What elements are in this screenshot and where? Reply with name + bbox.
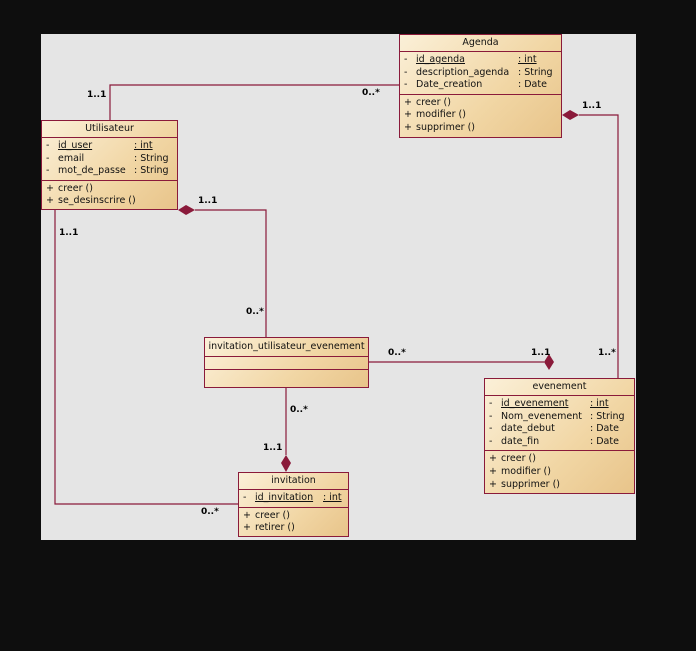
operation-row: +modifier () (404, 109, 466, 121)
attribute-row: -id_evenement: int (489, 398, 609, 409)
operation-row: +retirer () (243, 522, 295, 534)
attributes-section (205, 357, 368, 370)
attribute-row: -Date_creation: Date (404, 79, 547, 91)
attributes-section: -id_agenda: int -description_agenda: Str… (400, 52, 561, 95)
multiplicity-agenda-evenement-agenda: 1..1 (582, 101, 602, 111)
operation-row: +creer () (46, 182, 93, 194)
multiplicity-iue-invitation-invitation: 1..1 (263, 443, 283, 453)
class-invitation[interactable]: invitation -id_invitation: int +creer ()… (238, 472, 349, 537)
class-title: evenement (485, 379, 634, 396)
attribute-row: -mot_de_passe: String (46, 165, 169, 177)
link-utilisateur-iue[interactable] (195, 209, 267, 337)
operations-section: +creer () +retirer () (239, 508, 348, 537)
class-invitation-utilisateur-evenement[interactable]: invitation_utilisateur_evenement (204, 337, 369, 388)
class-title: Agenda (400, 35, 561, 52)
class-title: invitation (239, 473, 348, 490)
attributes-section: -id_invitation: int (239, 490, 348, 508)
operation-row: +supprimer () (404, 121, 476, 133)
multiplicity-user-invitation-user: 1..1 (59, 228, 79, 238)
attribute-row: -date_debut: Date (489, 423, 619, 435)
attribute-row: -description_agenda: String (404, 66, 553, 78)
link-utilisateur-agenda[interactable] (109, 84, 399, 121)
class-title: Utilisateur (42, 121, 177, 138)
attribute-row: -id_user: int (46, 140, 153, 151)
attributes-section: -id_user: int -email: String -mot_de_pas… (42, 138, 177, 181)
multiplicity-user-agenda-agenda: 0..* (362, 88, 380, 98)
multiplicity-iue-invitation-iue: 0..* (290, 405, 308, 415)
composition-diamond-invitation (281, 455, 291, 472)
multiplicity-user-agenda-user: 1..1 (87, 90, 107, 100)
composition-diamond-agenda (562, 110, 579, 120)
class-utilisateur[interactable]: Utilisateur -id_user: int -email: String… (41, 120, 178, 210)
multiplicity-user-iue-user: 1..1 (198, 196, 218, 206)
attribute-row: -email: String (46, 152, 169, 164)
attribute-row: -Nom_evenement: String (489, 410, 625, 422)
operations-section: +creer () +modifier () +supprimer () (485, 451, 634, 493)
multiplicity-agenda-evenement-evenement: 1..* (598, 348, 616, 358)
class-agenda[interactable]: Agenda -id_agenda: int -description_agen… (399, 34, 562, 138)
multiplicity-user-iue-iue: 0..* (246, 307, 264, 317)
operation-row: +se_desinscrire () (46, 195, 136, 207)
operation-row: +modifier () (489, 465, 551, 477)
operations-section: +creer () +se_desinscrire () (42, 181, 177, 210)
attribute-row: -date_fin: Date (489, 435, 619, 447)
link-agenda-evenement[interactable] (579, 114, 619, 379)
operation-row: +creer () (404, 96, 451, 108)
multiplicity-user-invitation-invitation: 0..* (201, 507, 219, 517)
multiplicity-iue-evenement-iue: 0..* (388, 348, 406, 358)
attributes-section: -id_evenement: int -Nom_evenement: Strin… (485, 396, 634, 452)
class-title: invitation_utilisateur_evenement (205, 338, 368, 357)
multiplicity-iue-evenement-evenement: 1..1 (531, 348, 551, 358)
class-evenement[interactable]: evenement -id_evenement: int -Nom_evenem… (484, 378, 635, 494)
composition-diamond-utilisateur (178, 205, 195, 215)
attribute-row: -id_agenda: int (404, 54, 537, 65)
composition-diamond-evenement (544, 354, 554, 370)
operation-row: +creer () (489, 453, 536, 465)
link-utilisateur-invitation[interactable] (54, 208, 238, 505)
operation-row: +creer () (243, 509, 290, 521)
operation-row: +supprimer () (489, 478, 561, 490)
attribute-row: -id_invitation: int (243, 492, 342, 503)
operations-section: +creer () +modifier () +supprimer () (400, 95, 561, 137)
